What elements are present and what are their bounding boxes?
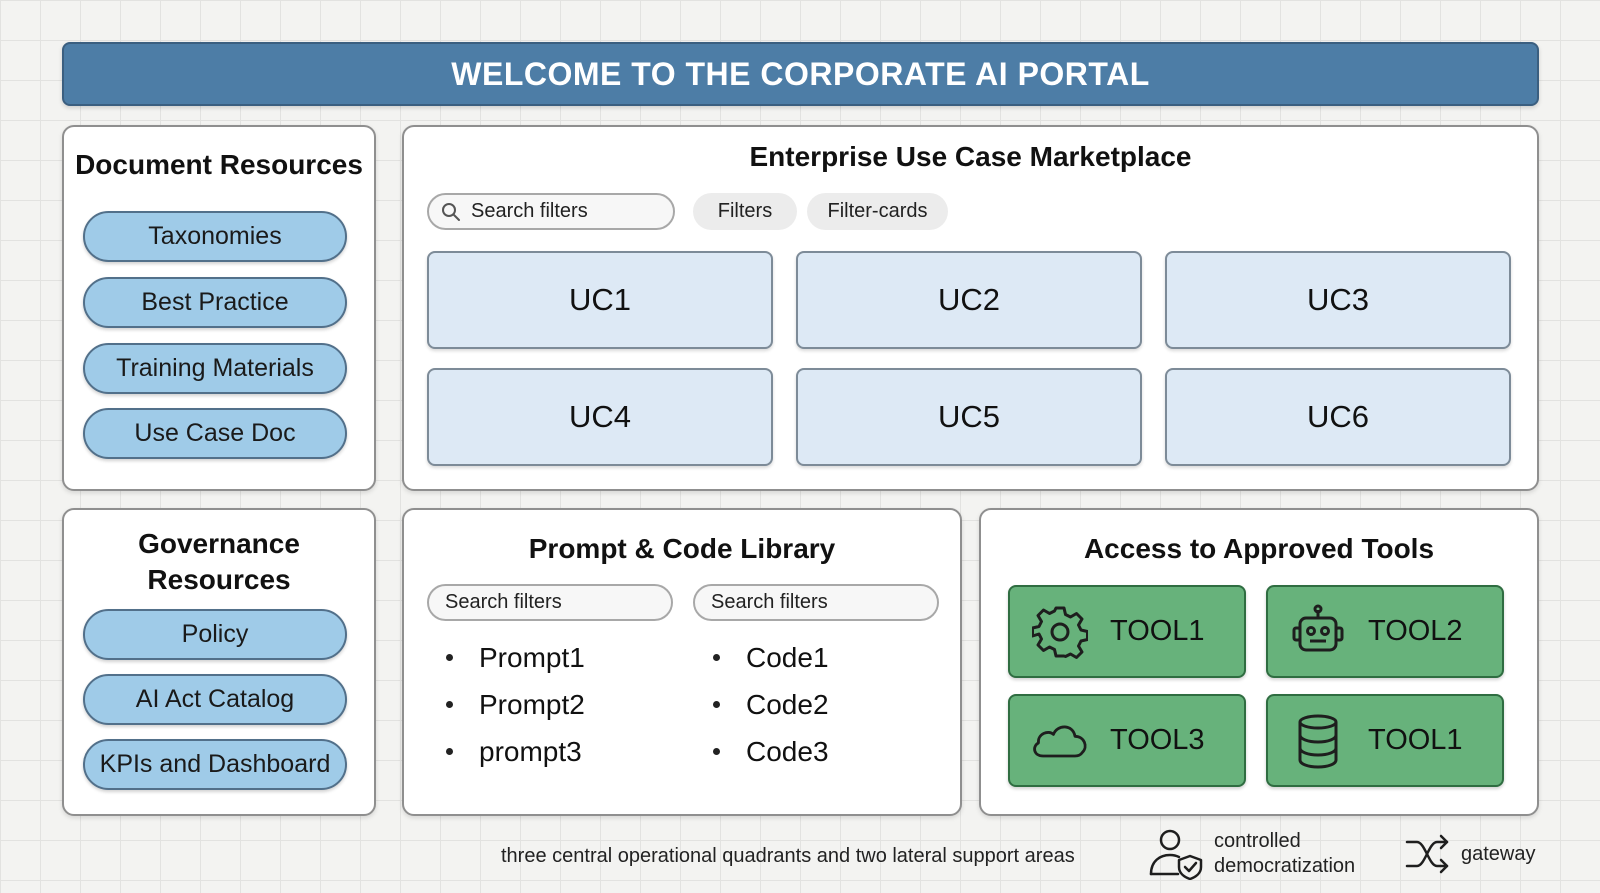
search-icon [441,202,461,222]
portal-banner: WELCOME TO THE CORPORATE AI PORTAL [62,42,1539,106]
bullet [446,654,453,661]
filter-cards-chip[interactable]: Filter-cards [807,193,948,230]
prompt-label: prompt3 [479,735,582,767]
tool-label: TOOL1 [1110,615,1205,647]
legend-democratization-line2: democratization [1214,855,1356,877]
prompt-label: Prompt2 [479,688,585,720]
legend-democratization-line1: controlled [1214,830,1301,852]
use-case-label: UC1 [568,282,631,317]
library-panel: Prompt & Code Library Search filters Sea… [402,508,962,816]
marketplace-search-input[interactable]: Search filters [427,193,675,230]
gov-item-label: AI Act Catalog [135,685,295,713]
chip-label: Filters [717,200,773,222]
marketplace-panel: Enterprise Use Case Marketplace Search f… [402,125,1539,491]
search-placeholder: Search filters [445,591,562,613]
bullet [713,748,720,755]
gov-item-label: KPIs and Dashboard [99,750,331,778]
banner-title: WELCOME TO THE CORPORATE AI PORTAL [451,55,1150,92]
bullet [446,748,453,755]
legend-gateway-label: gateway [1461,842,1536,865]
use-case-card-uc6[interactable]: UC6 [1165,368,1511,466]
chip-label: Filter-cards [827,200,928,222]
tool-label: TOOL1 [1368,724,1463,756]
bullet [713,701,720,708]
tool-card-tool3[interactable]: TOOL3 [1008,694,1246,787]
footer-caption: three central operational quadrants and … [501,845,1075,867]
legend-gateway: gateway [1405,833,1536,875]
doc-item-label: Use Case Doc [134,419,296,447]
use-case-label: UC5 [937,399,1000,434]
search-placeholder: Search filters [471,200,588,222]
code-search-input[interactable]: Search filters [693,584,939,621]
code-item[interactable]: Code3 [711,728,829,775]
doc-item-label: Taxonomies [148,222,282,250]
prompt-item[interactable]: Prompt1 [444,634,585,681]
prompt-item[interactable]: prompt3 [444,728,585,775]
bullet [713,654,720,661]
doc-item-use-case-doc[interactable]: Use Case Doc [83,408,347,459]
governance-title-line2: Resources [147,564,291,595]
use-case-label: UC2 [937,282,1000,317]
tools-title: Access to Approved Tools [1083,533,1435,564]
tool-label: TOOL3 [1110,724,1205,756]
use-case-card-uc5[interactable]: UC5 [796,368,1142,466]
use-case-label: UC6 [1306,399,1369,434]
use-case-label: UC4 [568,399,631,434]
doc-item-label: Training Materials [116,354,314,382]
gov-item-ai-act-catalog[interactable]: AI Act Catalog [83,674,347,725]
prompt-label: Prompt1 [479,641,585,673]
gov-item-label: Policy [181,620,249,648]
use-case-card-uc2[interactable]: UC2 [796,251,1142,349]
code-item[interactable]: Code2 [711,681,829,728]
library-title: Prompt & Code Library [528,533,836,564]
tool-card-tool1-database[interactable]: TOOL1 [1266,694,1504,787]
gov-item-kpis-dashboard[interactable]: KPIs and Dashboard [83,739,347,790]
robot-icon [1288,602,1348,662]
document-resources-panel: Document Resources Taxonomies Best Pract… [62,125,376,491]
use-case-label: UC3 [1306,282,1369,317]
governance-resources-panel: Governance Resources Policy AI Act Catal… [62,508,376,816]
code-item[interactable]: Code1 [711,634,829,681]
cloud-icon [1030,711,1090,771]
code-label: Code3 [746,735,829,767]
tool-card-tool1[interactable]: TOOL1 [1008,585,1246,678]
doc-item-label: Best Practice [141,288,289,316]
gov-item-policy[interactable]: Policy [83,609,347,660]
doc-item-taxonomies[interactable]: Taxonomies [83,211,347,262]
use-case-card-uc3[interactable]: UC3 [1165,251,1511,349]
tool-card-tool2[interactable]: TOOL2 [1266,585,1504,678]
governance-title-line1: Governance [138,528,300,559]
governance-resources-title: Governance Resources [64,526,374,598]
code-label: Code2 [746,688,829,720]
prompt-item[interactable]: Prompt2 [444,681,585,728]
doc-item-best-practice[interactable]: Best Practice [83,277,347,328]
code-label: Code1 [746,641,829,673]
code-list: Code1 Code2 Code3 [711,634,829,775]
prompt-list: Prompt1 Prompt2 prompt3 [444,634,585,775]
doc-item-training-materials[interactable]: Training Materials [83,343,347,394]
use-case-card-uc4[interactable]: UC4 [427,368,773,466]
user-shield-icon [1148,828,1204,880]
search-placeholder: Search filters [711,591,828,613]
marketplace-title: Enterprise Use Case Marketplace [749,141,1192,172]
legend-democratization: controlled democratization [1148,828,1355,880]
use-case-card-uc1[interactable]: UC1 [427,251,773,349]
filters-chip[interactable]: Filters [693,193,797,230]
prompt-search-input[interactable]: Search filters [427,584,673,621]
gear-icon [1030,602,1090,662]
tool-label: TOOL2 [1368,615,1463,647]
tools-panel: Access to Approved Tools TOOL1 [979,508,1539,816]
database-icon [1288,711,1348,771]
shuffle-icon [1405,833,1451,875]
document-resources-title: Document Resources [75,149,363,180]
bullet [446,701,453,708]
